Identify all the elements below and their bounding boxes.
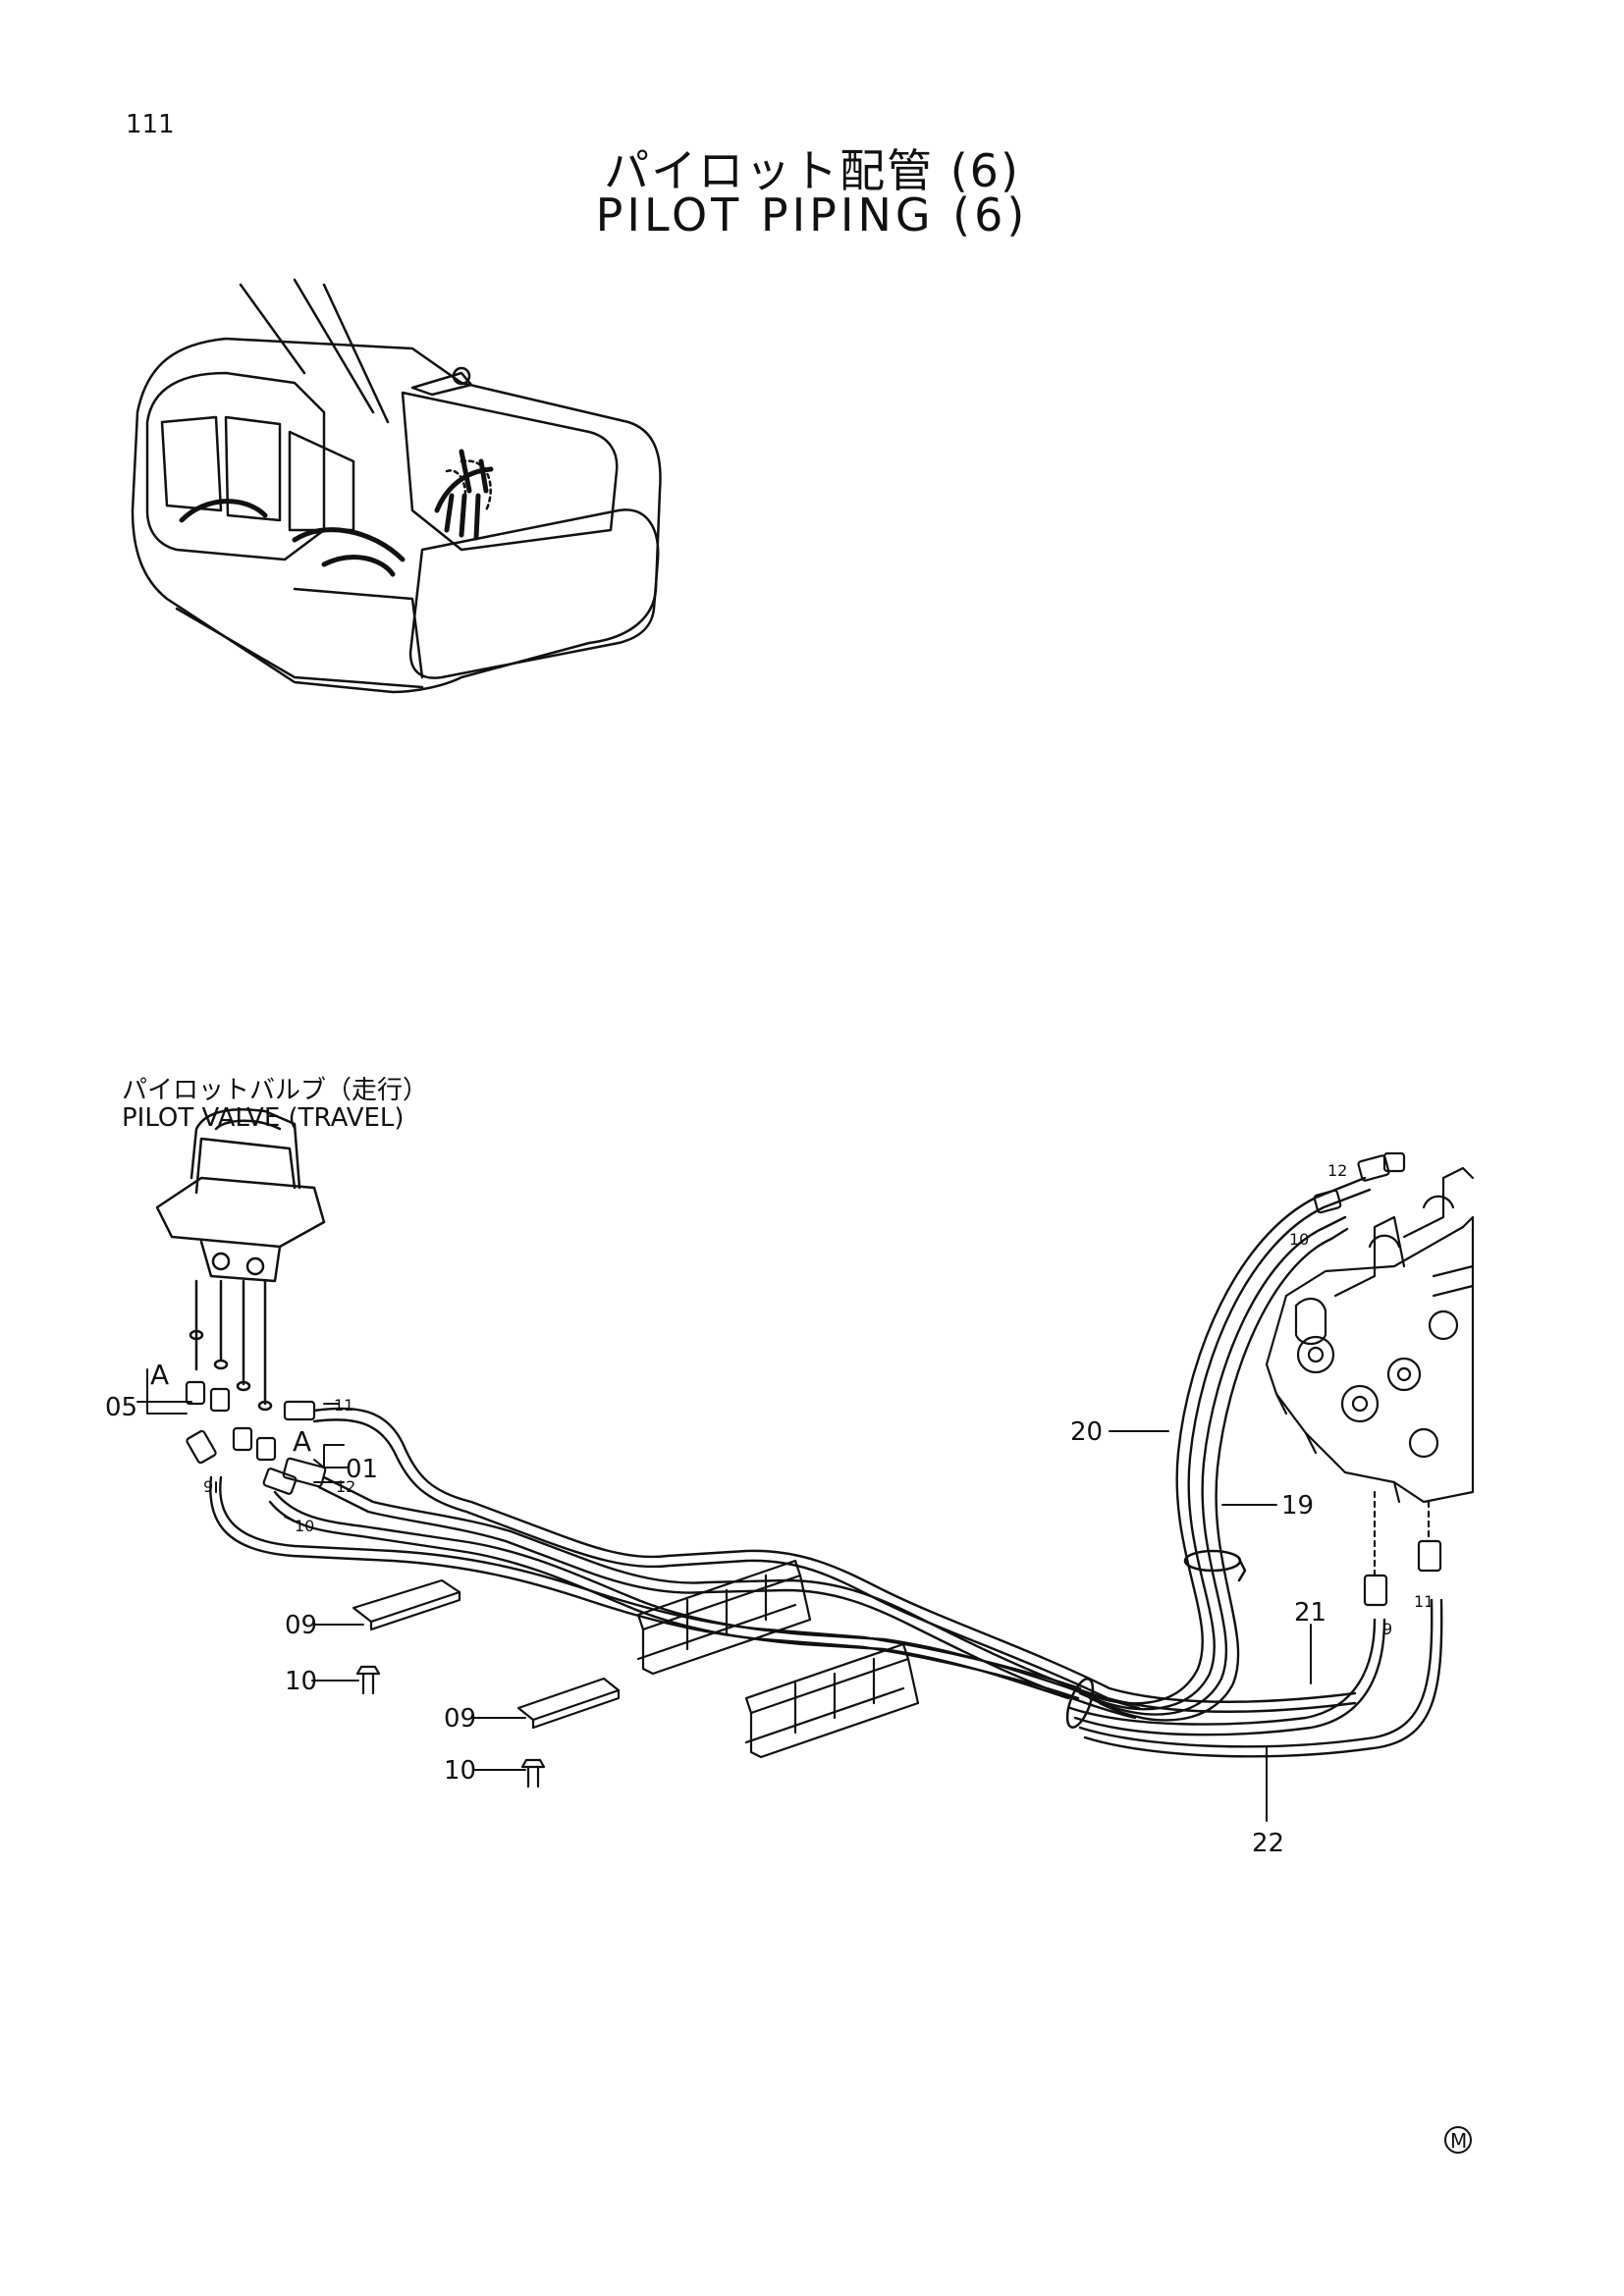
label-part-05: 05: [105, 1393, 137, 1422]
page-number: 111: [126, 110, 175, 139]
label-part-19: 19: [1281, 1491, 1314, 1521]
label-hose-9-right: 9: [1382, 1620, 1392, 1638]
label-part-20: 20: [1070, 1417, 1103, 1447]
channel-bracket-2: [744, 1642, 920, 1759]
label-part-10-b: 10: [444, 1756, 476, 1786]
page-title-japanese: パイロット配管 (6): [604, 144, 1020, 197]
plate-09-b: [516, 1677, 621, 1730]
channel-bracket-1: [636, 1559, 812, 1676]
label-hose-12-left: 12: [336, 1477, 355, 1496]
label-part-21: 21: [1294, 1598, 1326, 1628]
m-mark-letter: M: [1450, 2129, 1467, 2153]
leader-lines: [136, 1368, 1312, 1822]
label-hose-11-left: 11: [334, 1396, 353, 1415]
plate-09-a: [352, 1578, 461, 1631]
excavator-overview-illustration: [131, 278, 662, 694]
section-label-japanese: パイロットバルブ（走行）: [122, 1076, 429, 1105]
pilot-valve-travel: [155, 1108, 327, 1495]
label-hose-9-left: 9: [203, 1477, 213, 1496]
bolt-10-a: [355, 1665, 381, 1695]
label-hose-10-left: 10: [295, 1517, 314, 1535]
label-view-a-1: A: [150, 1359, 169, 1391]
section-label-english: PILOT VALVE (TRAVEL): [122, 1103, 405, 1133]
hose-clamp-19: [1183, 1549, 1247, 1582]
label-view-a-2: A: [293, 1425, 311, 1458]
label-part-01: 01: [346, 1455, 378, 1484]
label-part-09-a: 09: [285, 1611, 317, 1640]
part-labels: 05 A A 01 09 10 09 10 20 19 21 22 11 12 …: [105, 1161, 1434, 1858]
label-part-10-a: 10: [285, 1667, 317, 1696]
page-title-english: PILOT PIPING (6): [595, 188, 1029, 241]
label-part-09-b: 09: [444, 1704, 476, 1734]
label-part-22: 22: [1252, 1829, 1284, 1858]
label-hose-11-right: 11: [1414, 1592, 1434, 1611]
bolt-10-b: [520, 1758, 546, 1789]
hose-clamp-lower: [1065, 1678, 1095, 1729]
control-valve: [1265, 1151, 1475, 1607]
label-hose-10-right: 10: [1289, 1230, 1309, 1249]
m-mark: M: [1444, 2126, 1472, 2154]
label-hose-12-right: 12: [1327, 1161, 1347, 1180]
